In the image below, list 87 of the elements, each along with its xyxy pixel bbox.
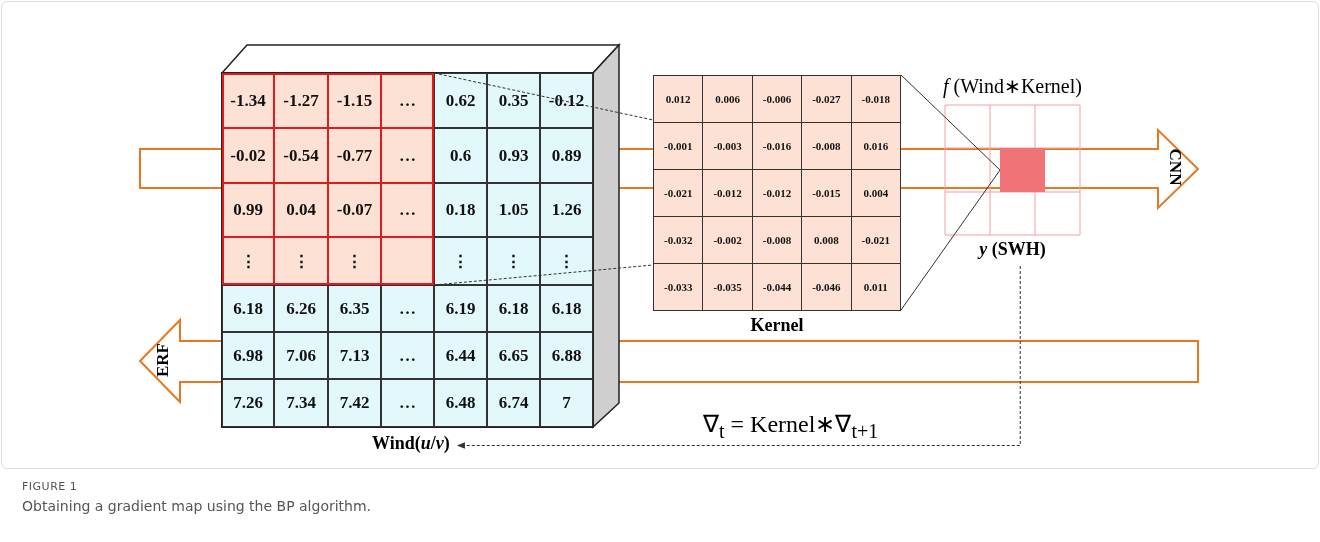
matrix-cell: -0.015 xyxy=(801,169,852,217)
matrix-cell: -0.044 xyxy=(751,263,803,311)
matrix-cell: 0.99 xyxy=(222,183,274,237)
output-cell xyxy=(1000,148,1045,192)
highlight-region xyxy=(222,73,434,285)
arrow-label: ERF xyxy=(153,343,173,377)
matrix-cell: -0.032 xyxy=(653,216,704,264)
matrix-cell: 0.011 xyxy=(850,263,901,311)
matrix-cell: -0.035 xyxy=(702,263,753,311)
matrix-cell: … xyxy=(381,285,434,332)
matrix-cell: 7.06 xyxy=(274,332,328,379)
connector-line xyxy=(900,74,1001,311)
matrix-cell: -0.033 xyxy=(653,263,704,311)
matrix-cell: 7.26 xyxy=(222,379,274,427)
matrix-cell: -0.008 xyxy=(801,122,852,170)
matrix-cell: ⋮ xyxy=(222,237,274,285)
matrix-cell: 7.13 xyxy=(328,332,381,379)
matrix-cell: ⋮ xyxy=(487,237,540,285)
matrix-block xyxy=(222,45,619,428)
matrix-cell: 1.26 xyxy=(540,183,593,237)
matrix-cell: 6.44 xyxy=(434,332,487,379)
matrix-cell: 0.89 xyxy=(540,128,593,183)
matrix-cell: -0.008 xyxy=(751,216,803,264)
matrix-cell: ⋮ xyxy=(434,237,487,285)
matrix-cell: ⋮ xyxy=(274,237,328,285)
matrix-cell: 0.016 xyxy=(850,122,901,170)
matrix-cell: 6.18 xyxy=(487,285,540,332)
matrix-cell: 0.93 xyxy=(487,128,540,183)
matrix-cell: -0.027 xyxy=(801,75,852,123)
matrix-cell: … xyxy=(381,128,434,183)
matrix-cell: 0.04 xyxy=(274,183,328,237)
matrix-cell: -0.012 xyxy=(751,169,803,217)
matrix-cell: … xyxy=(381,332,434,379)
arrow-label: CNN xyxy=(1165,148,1186,186)
matrix-cell: 0.006 xyxy=(702,75,753,123)
matrix-cell: 1.05 xyxy=(487,183,540,237)
matrix-cell: … xyxy=(381,183,434,237)
matrix-cell: 6.26 xyxy=(274,285,328,332)
figure-number: FIGURE 1 xyxy=(22,480,78,493)
matrix-cell: -0.54 xyxy=(274,128,328,183)
matrix-cell: 6.18 xyxy=(222,285,274,332)
matrix-cell: -0.77 xyxy=(328,128,381,183)
connector-line xyxy=(433,72,654,286)
matrix-cell: -0.12 xyxy=(540,73,593,128)
grid-caption: y (SWH) xyxy=(976,239,1047,260)
matrix-cell: -1.15 xyxy=(328,73,381,128)
matrix-cell: 6.48 xyxy=(434,379,487,427)
matrix-cell: 0.6 xyxy=(434,128,487,183)
matrix-cell: 7.42 xyxy=(328,379,381,427)
matrix-cell: 0.008 xyxy=(801,216,852,264)
matrix-cell: ⋮ xyxy=(540,237,593,285)
matrix-cell: -1.34 xyxy=(222,73,274,128)
matrix-cell: … xyxy=(381,379,434,427)
matrix-cell: -0.006 xyxy=(751,75,803,123)
matrix-cell: 6.74 xyxy=(487,379,540,427)
matrix-cell: -0.018 xyxy=(850,75,901,123)
formula-heading: f (Wind∗Kernel) xyxy=(942,74,1083,98)
matrix-cell: 0.62 xyxy=(434,73,487,128)
matrix-cell: 6.18 xyxy=(540,285,593,332)
matrix-cell: 6.19 xyxy=(434,285,487,332)
matrix-cell: 7 xyxy=(540,379,593,427)
matrix-cell: 6.98 xyxy=(222,332,274,379)
matrix-cell: -0.003 xyxy=(702,122,753,170)
matrix-caption: Wind(u/v) xyxy=(372,433,450,454)
matrix-cell: 6.35 xyxy=(328,285,381,332)
matrix-cell: -0.002 xyxy=(702,216,753,264)
matrix-cell: -0.02 xyxy=(222,128,274,183)
matrix-cell: -0.07 xyxy=(328,183,381,237)
matrix-cell: 6.65 xyxy=(487,332,540,379)
connector-line xyxy=(456,265,1021,449)
matrix-cell: 0.004 xyxy=(850,169,901,217)
matrix-cell: -0.021 xyxy=(850,216,901,264)
matrix-cell: 0.18 xyxy=(434,183,487,237)
matrix-cell: … xyxy=(381,73,434,128)
matrix-cell: -0.021 xyxy=(653,169,704,217)
matrix-cell: -0.046 xyxy=(801,263,852,311)
matrix-cell: -0.016 xyxy=(751,122,803,170)
matrix-cell: -1.27 xyxy=(274,73,328,128)
matrix-cell: 0.35 xyxy=(487,73,540,128)
matrix-cell: ⋮ xyxy=(328,237,381,285)
matrix-cell: 6.88 xyxy=(540,332,593,379)
matrix-cell: 7.34 xyxy=(274,379,328,427)
matrix-cell: -0.012 xyxy=(702,169,753,217)
matrix-cell: -0.001 xyxy=(653,122,704,170)
matrix-caption: Kernel xyxy=(749,315,805,336)
matrix-cell: 0.012 xyxy=(653,75,704,123)
caption: Obtaining a gradient map using the BP algorithm. xyxy=(22,498,372,514)
